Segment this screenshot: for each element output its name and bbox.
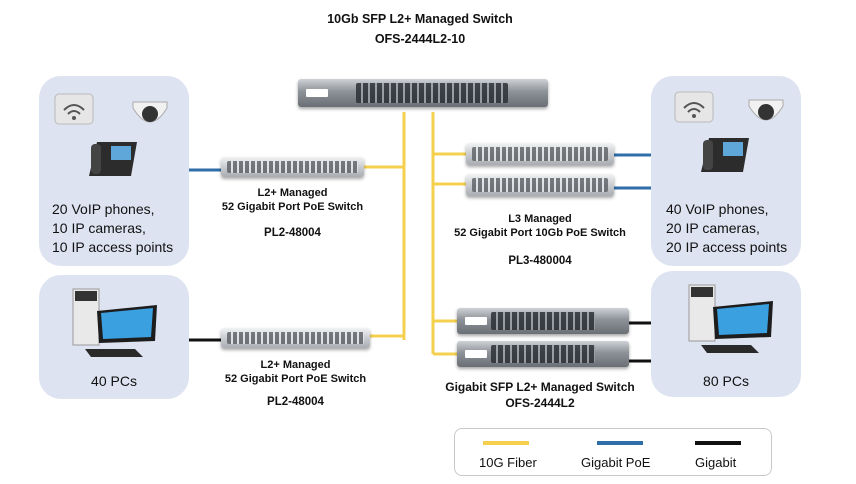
left-lower-switch-label1: L2+ Managed xyxy=(260,359,331,371)
left-upper-switch-model: PL2-48004 xyxy=(264,227,321,239)
top-switch-title: 10Gb SFP L2+ Managed Switch xyxy=(327,12,513,26)
left-upper-switch-label1: L2+ Managed xyxy=(257,187,328,199)
left-lower-switch-model: PL2-48004 xyxy=(267,396,324,408)
left-pcs-panel: 40 PCs xyxy=(39,275,189,399)
legend-poe-line xyxy=(597,441,643,445)
right-pcs-label: 80 PCs xyxy=(703,373,749,389)
left-devices-line3: 10 IP access points xyxy=(52,239,174,255)
left-devices-line2: 10 IP cameras, xyxy=(52,220,146,236)
wifi-access-point-icon xyxy=(54,93,94,125)
right-devices-line1: 40 VoIP phones, xyxy=(666,201,769,217)
poe-links xyxy=(189,153,651,190)
legend-fiber-label: 10G Fiber xyxy=(479,455,537,470)
right-lower-switch-device-1 xyxy=(457,308,629,334)
dome-camera-icon xyxy=(748,99,784,121)
right-lower-switch-device-2 xyxy=(457,341,629,367)
left-pcs-label: 40 PCs xyxy=(91,373,137,389)
right-pcs-panel: 80 PCs xyxy=(651,271,801,397)
right-upper-switch-device-2 xyxy=(466,174,614,196)
right-devices-panel: 40 VoIP phones, 20 IP cameras, 20 IP acc… xyxy=(651,76,801,266)
wifi-access-point-icon xyxy=(674,91,714,123)
right-devices-line2: 20 IP cameras, xyxy=(666,220,760,236)
right-lower-switch-label: Gigabit SFP L2+ Managed Switch xyxy=(445,380,635,394)
left-devices-line1: 20 VoIP phones, xyxy=(52,201,155,217)
legend-gigabit-label: Gigabit xyxy=(695,455,737,470)
legend: 10G Fiber Gigabit PoE Gigabit xyxy=(454,428,772,476)
ip-phone-icon xyxy=(89,142,137,176)
legend-fiber-line xyxy=(483,441,529,445)
left-lower-switch-device xyxy=(221,328,370,348)
left-lower-switch-label2: 52 Gigabit Port PoE Switch xyxy=(224,373,367,385)
left-devices-panel: 20 VoIP phones, 10 IP cameras, 10 IP acc… xyxy=(39,76,189,266)
desktop-pc-icon xyxy=(688,284,773,353)
desktop-pc-icon xyxy=(72,288,157,357)
legend-gigabit-line xyxy=(695,441,741,445)
legend-poe-label: Gigabit PoE xyxy=(581,455,651,470)
right-upper-switch-device-1 xyxy=(466,143,614,165)
left-upper-switch-device xyxy=(221,157,364,177)
right-upper-switch-model: PL3-480004 xyxy=(508,255,572,267)
fiber-links xyxy=(364,112,466,356)
right-lower-switch-model: OFS-2444L2 xyxy=(505,396,575,410)
dome-camera-icon xyxy=(132,101,168,123)
right-devices-line3: 20 IP access points xyxy=(666,239,788,255)
left-upper-switch-label2: 52 Gigabit Port PoE Switch xyxy=(221,201,364,213)
right-upper-switch-label1: L3 Managed xyxy=(508,213,572,225)
gigabit-links xyxy=(189,321,651,363)
ip-phone-icon xyxy=(701,138,749,172)
right-upper-switch-label2: 52 Gigabit Port 10Gb PoE Switch xyxy=(454,227,626,239)
top-switch-device xyxy=(298,79,548,107)
top-switch-model: OFS-2444L2-10 xyxy=(374,32,466,46)
